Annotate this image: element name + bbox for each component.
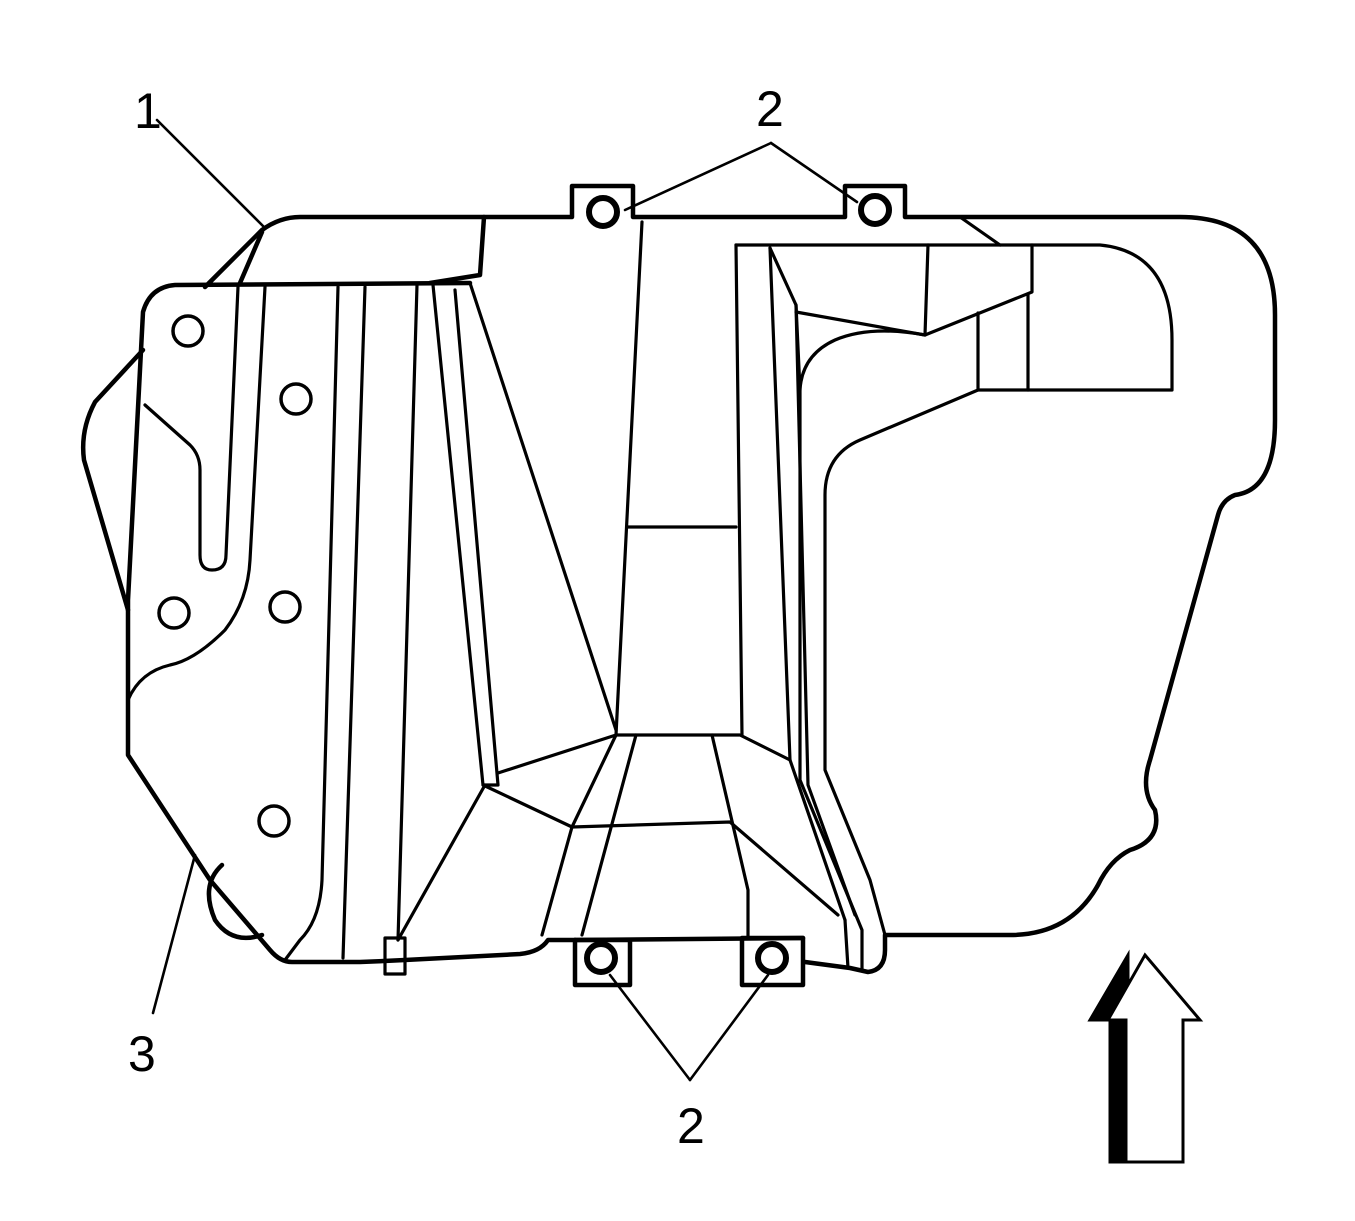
left-rib-b <box>341 285 367 960</box>
top-step <box>958 215 1002 247</box>
callout-2-bottom: 2 <box>677 1098 705 1154</box>
box-v1 <box>923 243 930 337</box>
center-right-wall <box>734 243 744 737</box>
bolt-top-left <box>586 195 620 229</box>
left-rib-c <box>396 283 419 942</box>
hole <box>171 314 205 348</box>
callout-1: 1 <box>134 83 162 139</box>
sump-inner-left <box>580 733 638 937</box>
sump-inner-right <box>710 733 750 940</box>
left-rib-d <box>431 283 500 787</box>
outer-contour <box>202 183 1278 975</box>
leader-3 <box>151 853 197 1015</box>
bolt-bottom-right <box>755 941 789 975</box>
center-channel <box>481 220 840 940</box>
center-left-wall <box>614 220 644 737</box>
bottom-boss-bridge <box>572 935 806 943</box>
lower-left-tab <box>206 862 265 941</box>
callout-3: 3 <box>128 1026 156 1082</box>
leader-1 <box>155 118 267 230</box>
right-rib-a <box>768 246 847 922</box>
bolt-top-right <box>858 193 892 227</box>
leader-2-top-b <box>769 141 859 204</box>
hole <box>157 596 191 630</box>
sump-top <box>496 733 792 775</box>
arrow-body <box>1105 952 1204 1164</box>
small-clip <box>383 936 407 976</box>
leader-2-bottom-a <box>608 973 692 1082</box>
leader-2-top-a <box>623 141 773 212</box>
bolt-bottom-left <box>584 941 618 975</box>
hole <box>279 382 313 416</box>
top-left-block <box>237 214 487 286</box>
holes <box>157 314 313 838</box>
hole <box>257 804 291 838</box>
hole <box>268 590 302 624</box>
sump-left <box>540 733 618 937</box>
left-slot <box>143 285 240 572</box>
clip-line <box>396 783 487 942</box>
left-bulge <box>80 347 146 613</box>
up-arrow-icon <box>1087 949 1204 1164</box>
right-rib-d <box>843 918 850 970</box>
right-rib-c <box>798 388 864 972</box>
bottom-edge <box>125 280 578 965</box>
leader-2-bottom-b <box>688 973 770 1082</box>
left-panel-details <box>126 281 618 976</box>
callout-2-top: 2 <box>756 81 784 137</box>
right-frame-inner <box>768 246 927 392</box>
callouts: 1 2 2 3 <box>128 81 784 1154</box>
bolts <box>584 193 892 975</box>
box-top <box>794 243 1034 337</box>
right-upper-details <box>734 215 1174 972</box>
sump-diag <box>481 783 574 829</box>
left-rib-a <box>283 285 340 962</box>
part-outline <box>80 183 1278 988</box>
left-contour <box>126 285 267 702</box>
left-rib-e <box>468 281 618 732</box>
leaders <box>151 118 859 1082</box>
sump-mid <box>570 820 840 917</box>
right-frame <box>734 243 1174 937</box>
arrow-shadow <box>1087 949 1130 1164</box>
